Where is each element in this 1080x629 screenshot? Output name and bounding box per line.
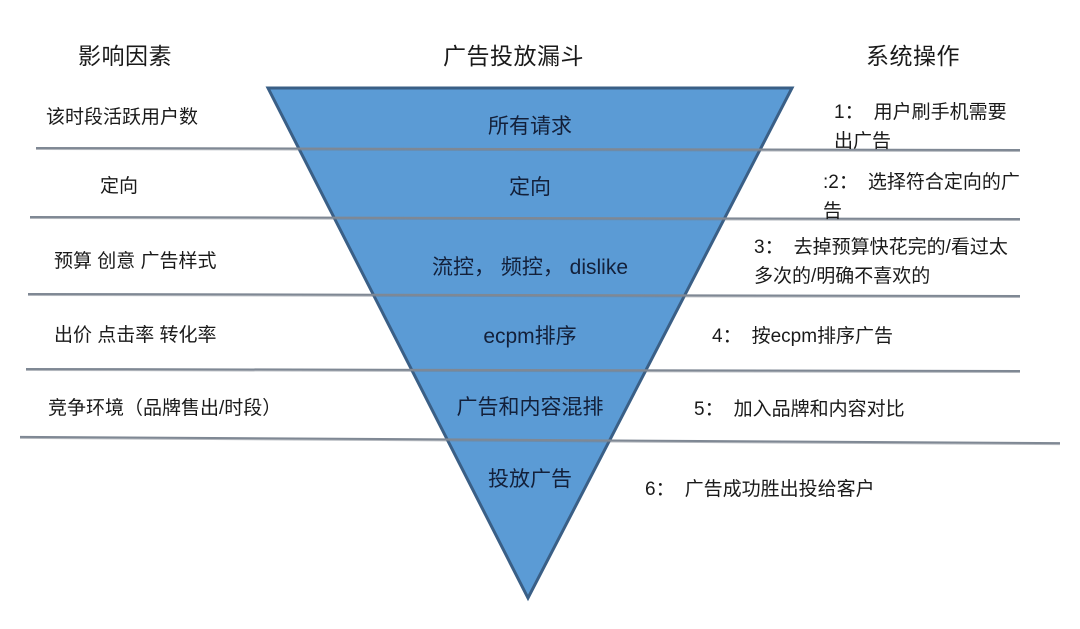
operation-step-number-5: 5： (694, 399, 724, 420)
column-header-operations: 系统操作 (866, 43, 960, 69)
factor-label-2: 定向 (100, 176, 139, 197)
factor-label-3: 预算 创意 广告样式 (54, 251, 217, 272)
operation-step-5: 5： 加入品牌和内容对比 (694, 395, 1014, 424)
factor-label-5: 竞争环境（品牌售出/时段） (48, 398, 282, 419)
column-header-factors: 影响因素 (78, 43, 172, 69)
operation-step-text-3: 去掉预算快花完的/看过太多次的/明确不喜欢的 (754, 237, 1008, 287)
funnel-stage-label-1: 所有请求 (488, 115, 572, 138)
operation-step-text-6: 广告成功胜出投给客户 (684, 479, 875, 500)
operation-step-number-1: 1： (834, 102, 864, 123)
factor-label-4: 出价 点击率 转化率 (54, 325, 217, 346)
funnel-stage-label-6: 投放广告 (488, 468, 572, 491)
factor-label-1: 该时段活跃用户数 (46, 107, 199, 128)
operation-step-6: 6： 广告成功胜出投给客户 (645, 475, 1005, 504)
operation-step-text-5: 加入品牌和内容对比 (733, 399, 905, 420)
operation-step-number-6: 6： (645, 479, 675, 500)
row-divider-5 (20, 435, 1060, 445)
operation-step-number-2: :2： (823, 172, 858, 193)
operation-step-number-3: 3： (754, 237, 784, 258)
operation-step-text-4: 按ecpm排序广告 (751, 326, 894, 347)
operation-step-number-4: 4： (712, 326, 742, 347)
operation-step-4: 4： 按ecpm排序广告 (712, 322, 1012, 351)
row-divider-3 (27, 292, 1021, 298)
funnel-stage-label-5: 广告和内容混排 (456, 396, 604, 419)
row-divider-4 (25, 367, 1021, 373)
operation-step-1: 1：用户刷手机需要出广告 (834, 98, 1024, 156)
operation-step-3: 3：去掉预算快花完的/看过太多次的/明确不喜欢的 (754, 233, 1024, 291)
operation-step-text-2: 选择符合定向的广告 (823, 172, 1020, 222)
funnel-stage-label-2: 定向 (509, 176, 551, 199)
column-header-funnel: 广告投放漏斗 (443, 43, 584, 69)
operation-step-2: :2：选择符合定向的广告 (823, 168, 1028, 226)
funnel-stage-label-3: 流控， 频控， dislike (431, 256, 629, 279)
operation-step-text-1: 用户刷手机需要出广告 (834, 102, 1007, 152)
funnel-stage-label-4: ecpm排序 (483, 325, 577, 348)
